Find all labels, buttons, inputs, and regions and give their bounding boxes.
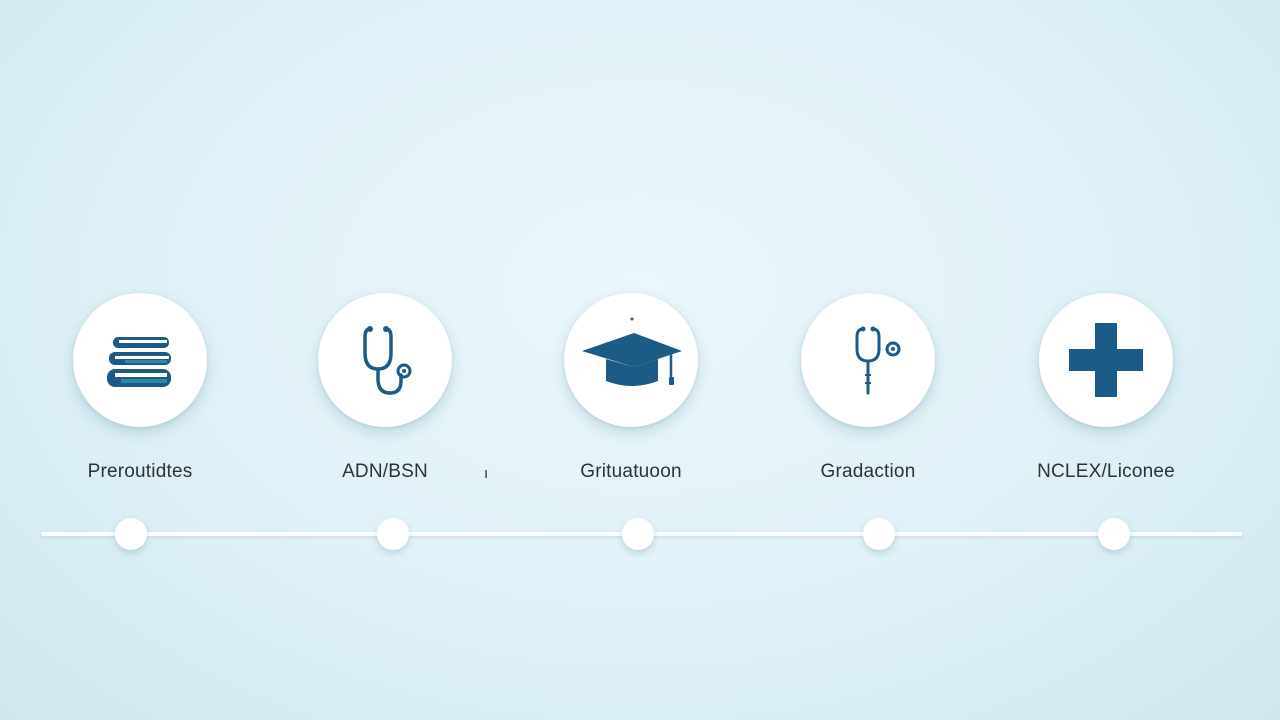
step-label: NCLEX/Liconee [1037, 461, 1175, 482]
step-icon-circle [564, 293, 698, 427]
step-prerequisites: Preroutidtes [20, 293, 260, 553]
graduation-cap-icon [582, 317, 682, 386]
step-adn-bsn: ADN/BSN [265, 293, 505, 553]
stethoscope-icon [363, 326, 412, 395]
medical-cross-icon [1069, 323, 1143, 397]
step-label: Gradaction [820, 461, 916, 482]
books-icon [107, 337, 171, 387]
step-label: Grituatuoon [580, 461, 682, 482]
step-gradaction: Gradaction [748, 293, 988, 553]
step-nclex-license: NCLEX/Liconee [986, 293, 1226, 553]
stethoscope-icon [855, 326, 901, 395]
step-graduation: Grituatuoon [511, 293, 751, 553]
step-icon-circle [801, 293, 935, 427]
stray-mark: ı [484, 465, 489, 482]
timeline-node [115, 518, 147, 550]
step-icon-circle [318, 293, 452, 427]
step-label: ADN/BSN [342, 461, 428, 482]
timeline-node [622, 518, 654, 550]
step-icon-circle [1039, 293, 1173, 427]
timeline-node [1098, 518, 1130, 550]
timeline-node [863, 518, 895, 550]
step-label: Preroutidtes [87, 461, 193, 482]
timeline-node [377, 518, 409, 550]
step-icon-circle [73, 293, 207, 427]
